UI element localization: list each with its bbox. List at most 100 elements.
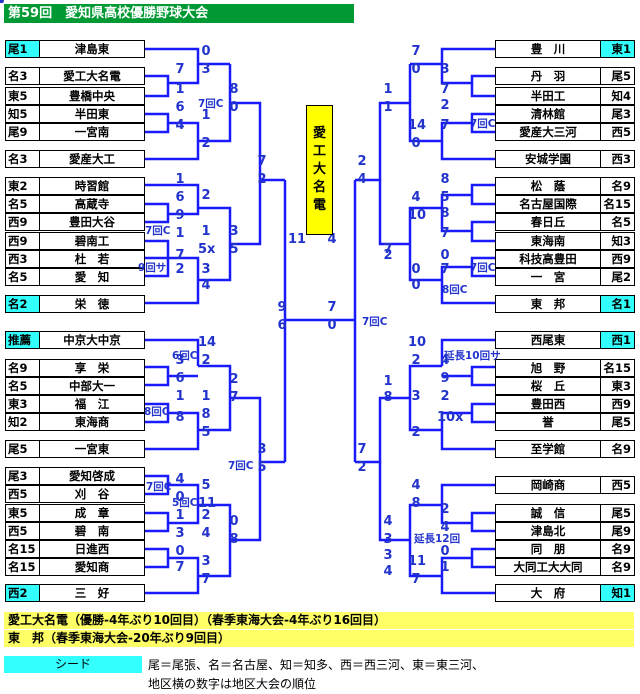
score-value: 3 [175,526,185,541]
team-entry: 誠 信尾5 [495,504,635,522]
team-entry: 愛産大三河西5 [495,123,635,141]
score-value: 5 [257,460,267,475]
team-name: 刈 谷 [74,487,110,501]
score-value: 3 [229,224,239,239]
game-note: 7回C [470,262,496,274]
team-entry: 大 府知1 [495,584,635,602]
score-value: 0 [411,262,421,277]
score-value: 0 [229,514,239,529]
score-value: 0 [411,278,421,293]
team-name: 碧南工 [74,234,110,248]
team-name: 松 蔭 [530,179,566,193]
team-seed: 知4 [600,88,634,104]
team-seed: 西9 [600,396,634,412]
team-name: 誉 [542,415,554,429]
score-value: 9 [175,208,185,223]
team-seed: 名9 [600,541,634,557]
score-value: 3 [411,389,421,404]
score-value: 4 [175,472,185,487]
team-seed: 推薦 [6,332,40,348]
score-value: 1 [383,100,393,115]
score-value: 2 [201,353,211,368]
score-value: 8 [440,172,450,187]
team-seed: 西9 [6,214,40,230]
score-value: 11 [288,232,307,247]
score-value: 7 [357,442,367,457]
score-value: 5 [201,478,211,493]
team-name: 清林館 [530,107,566,121]
team-seed: 西9 [600,251,634,267]
score-value: 1 [175,226,185,241]
team-seed: 知3 [600,233,634,249]
team-entry: 推薦中京大中京 [5,331,145,349]
score-value: 1 [175,389,185,404]
team-name: 愛知啓成 [69,469,115,483]
score-value: 7 [383,242,393,257]
team-seed: 尾3 [600,106,634,122]
score-value: 7 [175,248,185,263]
score-value: 2 [257,172,267,187]
score-value: 9 [277,300,287,315]
team-name: 高蔵寺 [74,197,110,211]
score-value: 8 [229,82,239,97]
score-value: 14 [408,118,427,133]
score-value: 2 [411,353,421,368]
team-entry: 東海南知3 [495,232,635,250]
team-seed: 名15 [6,559,40,575]
score-value: 2 [201,136,211,151]
score-value: 4 [327,232,337,247]
team-seed: 尾5 [600,505,634,521]
team-entry: 科技高豊田西9 [495,250,635,268]
team-seed: 名3 [6,68,40,84]
team-entry: 知5 半田東 [5,105,145,123]
score-value: 4 [0,0,8,7]
team-seed: 尾9 [6,124,40,140]
score-value: 1 [201,108,211,123]
score-value: 1 [175,508,185,523]
score-value: 1 [201,224,211,239]
team-seed: 西5 [600,124,634,140]
score-value: 0 [229,100,239,115]
team-seed: 西5 [6,523,40,539]
game-note: 9回サ [138,262,167,274]
team-entry: 半田工知4 [495,87,635,105]
team-name: 時習館 [74,179,110,193]
team-entry: 同 朋 名9 [495,540,635,558]
team-name: 名古屋国際 [519,197,577,211]
team-name: 丹 羽 [530,69,566,83]
team-seed: 尾2 [600,269,634,285]
team-entry: 桜 丘東3 [495,377,635,395]
result-line-winner: 愛工大名電（優勝-4年ぶり10回目）（春季東海大会-4年ぶり16回目） [4,612,634,629]
score-value: 7 [440,226,450,241]
score-value: 4 [175,118,185,133]
game-note: 5回C [172,497,198,509]
score-value: 2 [229,372,239,387]
team-seed: 名5 [6,196,40,212]
champion-char: 愛 [312,126,326,141]
score-value: 10x [437,410,464,425]
team-name: 大同工大大同 [513,560,583,574]
game-note: 延長12回 [414,533,461,545]
team-seed: 知5 [6,106,40,122]
team-seed: 名9 [600,559,634,575]
team-name: 西尾東 [530,333,566,347]
score-value: 2 [201,188,211,203]
team-name: 半田東 [74,107,110,121]
score-value: 2 [357,460,367,475]
team-name: 大 府 [530,586,566,600]
game-note: 7回C [146,481,172,493]
team-name: 安城学園 [525,152,571,166]
team-name: 同 朋 [530,542,566,556]
score-value: 7 [327,300,337,315]
champion-char: 大 [312,162,326,177]
